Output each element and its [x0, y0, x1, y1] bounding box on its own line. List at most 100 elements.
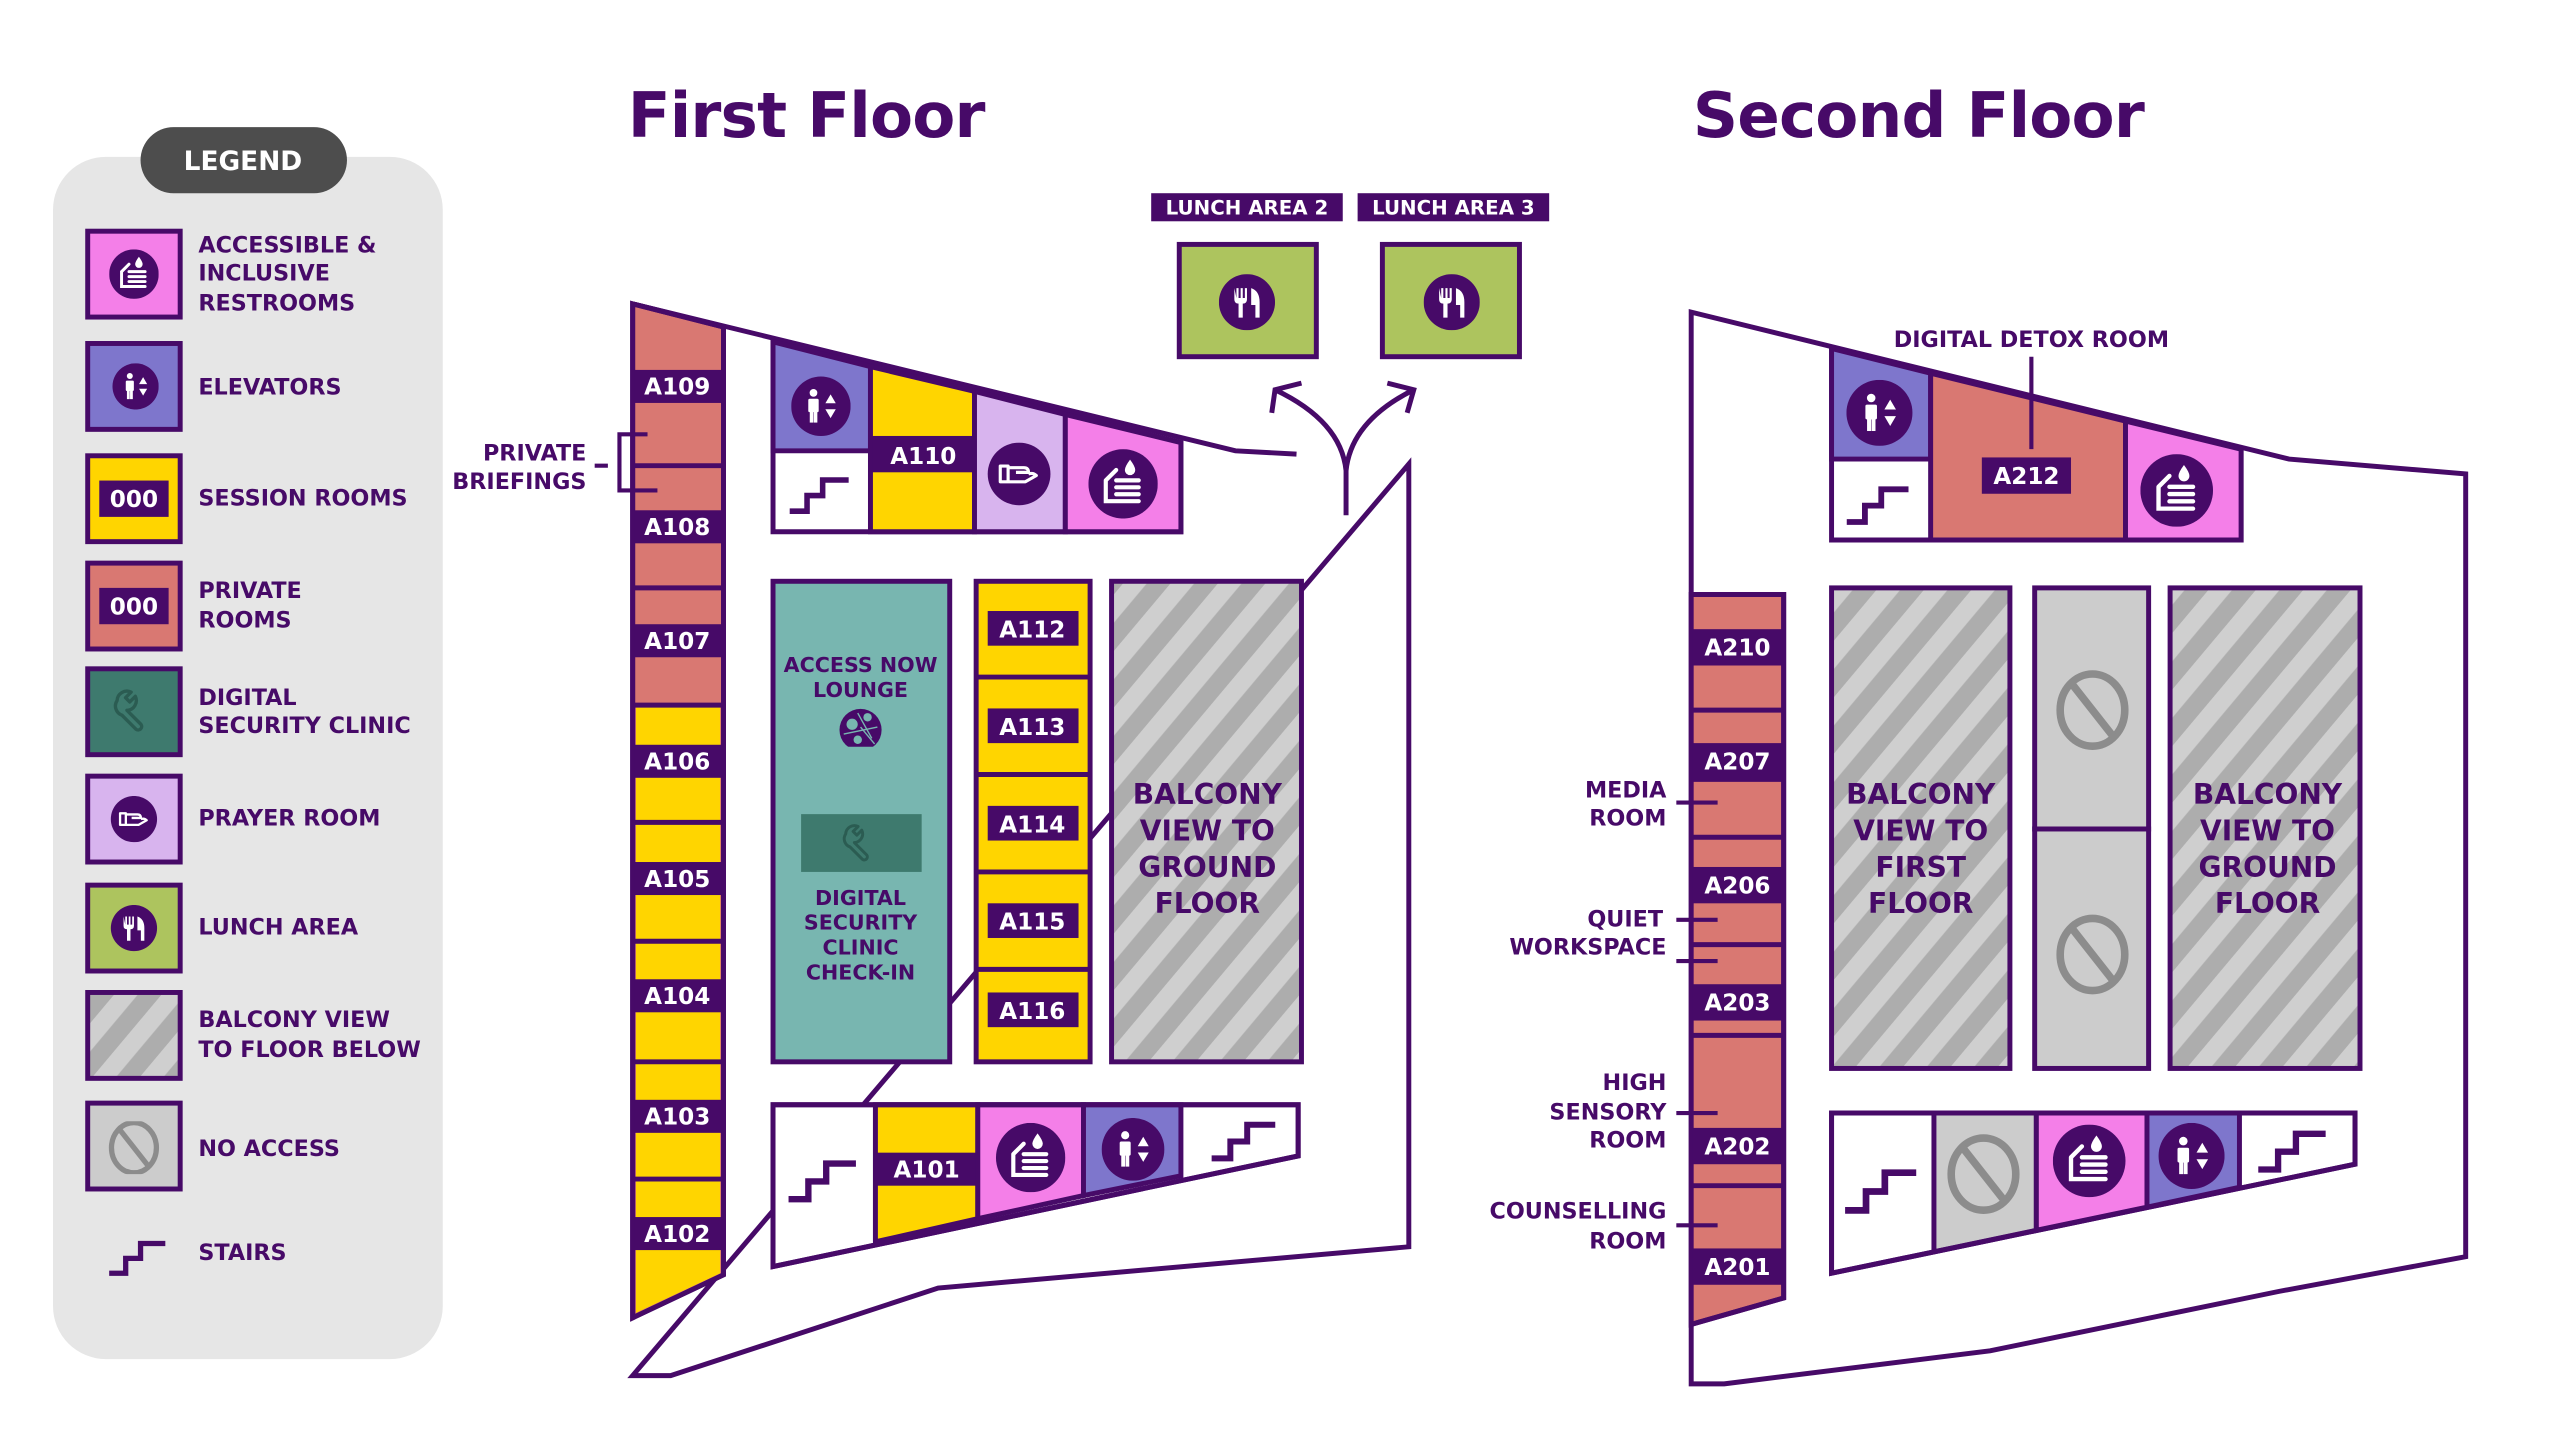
- room-a212[interactable]: A212: [1928, 370, 2128, 543]
- prayer-hand-icon: [109, 795, 159, 843]
- svg-text:A206: A206: [1704, 873, 1770, 899]
- room-a203[interactable]: A203: [1692, 984, 1783, 1021]
- lunch-area-2[interactable]: LUNCH AREA 2: [1151, 193, 1343, 360]
- north-block: A212 DIGITAL DETOX ROOM: [1829, 327, 2244, 543]
- room-a102[interactable]: A102: [634, 1217, 722, 1251]
- room-a207[interactable]: A207: [1692, 743, 1783, 780]
- legend-title-pill: [140, 127, 347, 194]
- elevator-icon: [2158, 1122, 2225, 1189]
- legend-label: STAIRS: [198, 1240, 286, 1266]
- svg-text:000: 000: [110, 487, 158, 513]
- room-a116[interactable]: A116: [987, 992, 1079, 1028]
- restroom-icon: [109, 249, 159, 299]
- cutlery-icon: [1423, 274, 1480, 331]
- room-a108[interactable]: A108: [634, 510, 722, 544]
- second-floor-title: Second Floor: [1693, 79, 2145, 152]
- svg-text:A112: A112: [999, 617, 1065, 643]
- legend-label: PRAYER ROOM: [198, 806, 380, 832]
- svg-text:A207: A207: [1704, 750, 1770, 776]
- svg-text:LUNCH AREA 3: LUNCH AREA 3: [1372, 197, 1535, 220]
- digital-detox-label: DIGITAL DETOX ROOM: [1894, 327, 2169, 353]
- restroom-icon: [996, 1123, 1065, 1192]
- no-access-area: [2032, 585, 2152, 1071]
- second-floor: Second Floor A212 DIGITAL DETOX ROOM: [1489, 79, 2469, 1387]
- svg-text:A114: A114: [999, 812, 1065, 838]
- second-floor-outline: [1688, 308, 2469, 1387]
- room-a202[interactable]: A202: [1692, 1127, 1783, 1165]
- room-a201[interactable]: A201: [1692, 1248, 1783, 1285]
- room-a210[interactable]: A210: [1692, 629, 1783, 666]
- prayer-hand-icon: [986, 442, 1053, 506]
- room-a107[interactable]: A107: [634, 624, 722, 658]
- svg-text:A103: A103: [644, 1105, 710, 1131]
- svg-text:A116: A116: [999, 999, 1065, 1025]
- room-number-badge: [99, 480, 169, 517]
- digital-security-clinic[interactable]: [801, 814, 922, 872]
- elevator-icon: [791, 376, 851, 436]
- legend-item-lunch-area: LUNCH AREA: [85, 882, 359, 974]
- svg-text:A102: A102: [644, 1222, 710, 1248]
- north-block: A110: [770, 338, 1184, 535]
- room-a206[interactable]: A206: [1692, 866, 1783, 904]
- legend-label: ELEVATORS: [198, 375, 341, 401]
- room-a112[interactable]: A112: [987, 611, 1079, 646]
- lunch-area-3[interactable]: LUNCH AREA 3: [1357, 193, 1550, 360]
- cutlery-icon: [110, 904, 158, 952]
- svg-text:A113: A113: [999, 715, 1065, 741]
- svg-text:A115: A115: [999, 910, 1065, 936]
- room-a115[interactable]: A115: [987, 903, 1079, 938]
- room-a110[interactable]: A110: [867, 363, 977, 535]
- svg-text:A104: A104: [644, 984, 710, 1010]
- first-floor-title: First Floor: [628, 79, 986, 152]
- room-a105[interactable]: A105: [634, 862, 722, 896]
- svg-text:A101: A101: [894, 1157, 960, 1183]
- room-a101[interactable]: A101: [872, 1102, 981, 1245]
- cutlery-icon: [1218, 274, 1276, 331]
- legend-item-stairs: STAIRS: [109, 1240, 287, 1273]
- legend-label: SESSION ROOMS: [198, 485, 407, 511]
- direction-arrows: [1269, 380, 1417, 516]
- elevator-icon: [112, 363, 159, 410]
- west-column: A210 A207 A206 A203 A202 A201: [1688, 592, 1787, 1328]
- room-a113[interactable]: A113: [987, 708, 1079, 744]
- svg-text:A105: A105: [644, 867, 710, 893]
- svg-text:A110: A110: [890, 444, 956, 470]
- room-a109[interactable]: A109: [634, 369, 722, 403]
- svg-text:A107: A107: [644, 629, 710, 655]
- room-a104[interactable]: A104: [634, 979, 722, 1013]
- svg-text:A212: A212: [1993, 464, 2059, 490]
- svg-text:000: 000: [110, 594, 158, 620]
- room-a114[interactable]: A114: [987, 805, 1079, 841]
- room-a103[interactable]: A103: [634, 1099, 722, 1133]
- west-column: A109 A108 A107 A106 A105 A104 A103 A102: [630, 300, 726, 1322]
- first-floor: First Floor LUNCH AREA 2 LUNCH AREA 3: [452, 79, 1550, 1379]
- elevator-icon: [1846, 379, 1913, 446]
- room-a106[interactable]: A106: [634, 744, 722, 778]
- legend-label: NO ACCESS: [198, 1136, 340, 1162]
- restroom-icon: [2140, 454, 2213, 527]
- legend-item-elevators: ELEVATORS: [85, 341, 342, 432]
- room-number-badge: [99, 587, 169, 625]
- elevator-icon: [1101, 1117, 1165, 1181]
